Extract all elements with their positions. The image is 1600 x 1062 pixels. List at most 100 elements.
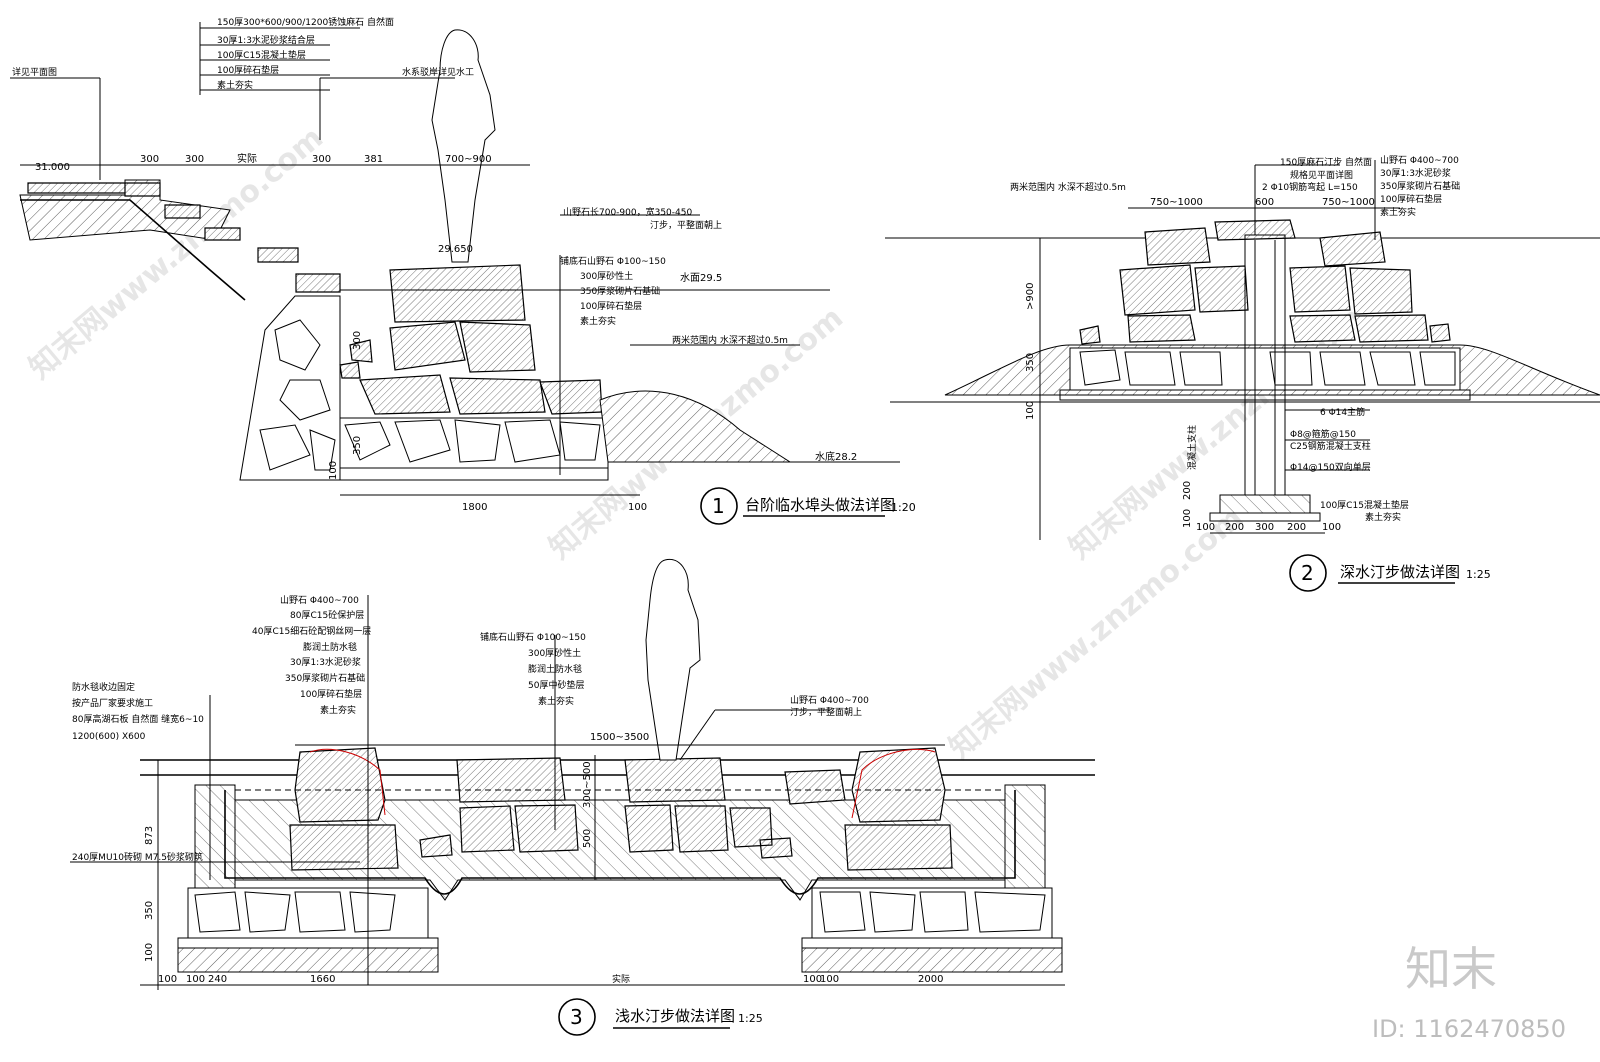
dim-label: 200 [1225,522,1244,533]
masonry-joints [1079,349,1456,386]
rebar-note: Φ8@箍筋@150 [1290,428,1356,440]
brick-wall-left [194,784,236,889]
note-line: 素土夯实 [217,79,253,91]
edge-rock-left [289,747,399,871]
dim-label: 实际 [612,973,630,985]
dim-label: 750~1000 [1150,197,1203,208]
note-line: 300厚砂性土 [528,647,581,659]
detail-title: 浅水汀步做法详图 [615,1007,735,1025]
note-line: 山野石 Φ400~700 [280,595,359,606]
dim-label: 1660 [310,974,335,985]
detail-3-section: 山野石 Φ400~700 80厚C15砼保护层 40厚C15细石砼配钢丝网一层 … [70,558,1095,1036]
detail-1-section: 150厚300*600/900/1200锈蚀麻石 自然面 30厚1:3水泥砂浆结… [10,16,916,525]
base-note: 素土夯实 [580,315,616,327]
rubble-rocks [1079,219,1451,345]
note-line: 规格见平面详图 [1290,169,1353,181]
detail-number-circle [1289,554,1327,592]
dim-label: 1500~3500 [590,732,649,743]
detail-number-circle [558,998,596,1036]
water-ref-note: 水系驳岸详见水工 [402,66,474,78]
note-line: 按产品厂家要求施工 [72,697,153,709]
note-line: 山野石 Φ400~700 [1380,155,1459,166]
red-edge-line [309,748,386,816]
dim-label: 700~900 [445,154,492,165]
dim-label: 300 [140,154,159,165]
dim-label: 100 [158,974,177,985]
dim-label: >900 [1025,283,1036,310]
masonry-foundation-right [811,887,1053,939]
rebar-note: 100厚C15混凝土垫层 [1320,499,1409,511]
note-line: 350厚浆砌片石基础 [1380,180,1460,192]
note-line: 80厚C15砼保护层 [290,609,364,621]
rock-note: 山野石长700-900，宽350-450 [563,206,692,218]
step-treads [27,182,341,293]
note-line: 膨润土防水毯 [303,641,357,653]
detail-scale: 1:20 [891,501,916,514]
earth-fill [177,947,1063,973]
dim-label: 600 [1255,197,1274,208]
stepping-rocks [419,757,846,859]
rebar-note: Φ14@150双向单层 [1290,461,1371,473]
note-line: 100厚碎石垫层 [1380,193,1442,205]
see-plan-note: 详见平面图 [12,66,57,78]
detail-2-notes: 150厚麻石汀步 自然面 规格见平面详图 2 Φ10钢筋弯起 L=150 山野石… [1010,155,1460,533]
note-line: 30厚1:3水泥砂浆 [1380,167,1451,179]
dim-label: 100 [803,974,822,985]
dim-label: 100 [186,974,205,985]
step-profile [20,199,246,301]
footing-bed [1209,512,1321,522]
note-line: 100厚碎石垫层 [217,64,279,76]
dim-label: 100 [1182,509,1193,528]
base-note: 铺底石山野石 Φ100~150 [560,255,666,267]
note-line: 素土夯实 [1380,206,1416,218]
dim-label: 100 [144,943,155,962]
mud-note: 两米范围内 水深不超过0.5m [1010,181,1126,193]
waterproof-membrane [224,790,1016,895]
note-line: 30厚1:3水泥砂浆结合层 [217,34,315,46]
column-footing [1219,494,1311,514]
dim-label: 1800 [462,502,487,513]
mud-note: 两米范围内 水深不超过0.5m [672,334,788,346]
brand-watermark: 知末 [1405,942,1497,996]
detail-1-notes: 150厚300*600/900/1200锈蚀麻石 自然面 30厚1:3水泥砂浆结… [12,16,857,513]
note-line: 150厚麻石汀步 自然面 [1280,156,1372,168]
dim-label: 350 [1025,353,1036,372]
detail-number-circle [700,487,738,525]
dim-label: 100 [628,502,647,513]
dim-label: 300~500 [582,761,593,808]
base-note: 300厚砂性土 [580,270,633,282]
base-note: 350厚浆砌片石基础 [580,285,660,297]
stone-joints [259,319,336,471]
detail-2-section: 150厚麻石汀步 自然面 规格见平面详图 2 Φ10钢筋弯起 L=150 山野石… [885,155,1600,592]
dim-label: 240 [208,974,227,985]
brick-wall-right [1004,784,1046,889]
rock-note: 汀步，平整面朝上 [650,219,722,231]
person-silhouette [431,29,496,263]
dim-label: 750~1000 [1322,197,1375,208]
pond-concrete-body [234,799,1006,901]
dim-label: 200 [1182,481,1193,500]
masonry-base [1069,347,1461,391]
rebar-note: 素土夯实 [1365,511,1401,523]
dim-label: 100 [328,461,339,480]
foundation-joints [344,419,601,463]
note-line: 素土夯实 [538,695,574,707]
note-line: 铺底石山野石 Φ100~150 [480,631,586,643]
gravel-bed [1059,389,1471,401]
note-line: 2 Φ10钢筋弯起 L=150 [1262,181,1358,193]
detail-number: 3 [570,1005,583,1029]
note-line: 100厚C15混凝土垫层 [217,49,306,61]
detail-number: 1 [712,494,725,518]
edge-rock-right [844,747,953,871]
dim-label: 300 [1255,522,1274,533]
bottom-level-label: 水底28.2 [815,450,857,463]
wall-note: 240厚MU10砖砌 M7.5砂浆砌筑 [72,851,203,863]
level-label: 29.650 [438,244,473,255]
dim-label: 300 [312,154,331,165]
detail-scale: 1:25 [1466,568,1491,581]
note-line: 素土夯实 [320,704,356,716]
rubble-rocks [339,321,603,415]
rock-note: 汀步，平整面朝上 [790,706,862,718]
dim-label: 100 [1025,401,1036,420]
